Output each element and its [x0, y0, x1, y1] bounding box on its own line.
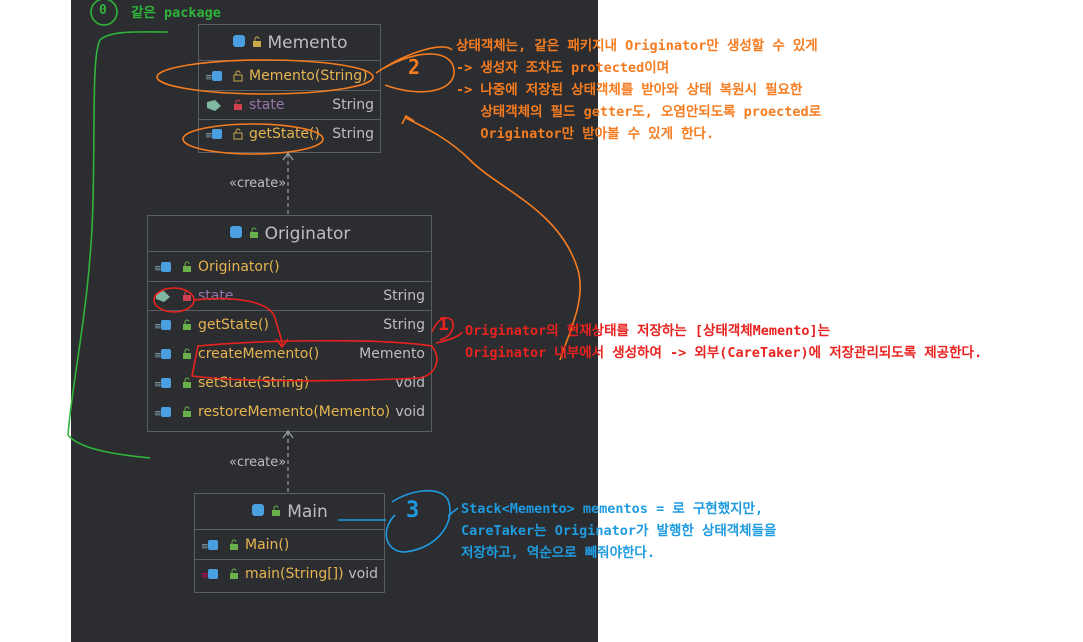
originator-field-name: state — [198, 288, 234, 304]
memento-field-type: String — [332, 97, 374, 113]
svg-text:≡: ≡ — [154, 380, 162, 390]
public-lock-icon — [182, 261, 192, 273]
lock-icon — [252, 33, 262, 53]
main-constructor-name: Main() — [245, 537, 290, 553]
svg-text:≡: ≡ — [154, 351, 162, 361]
note3-number: 3 — [406, 498, 420, 523]
svg-text:≡: ≡ — [201, 542, 209, 552]
memento-constructor-name: Memento(String) — [249, 68, 368, 84]
originator-getstate-row[interactable]: ≡ getState() String — [148, 310, 431, 339]
svg-text:≡: ≡ — [201, 571, 209, 581]
originator-restorememento-type: void — [395, 404, 425, 420]
private-lock-icon — [233, 99, 243, 111]
main-class-title: Main — [287, 501, 328, 522]
note2-text: 상태객체는, 같은 패키지내 Originator만 생성할 수 있게 -> 생… — [456, 38, 822, 142]
originator-field-row[interactable]: state String — [148, 281, 431, 310]
public-lock-icon — [182, 406, 192, 418]
originator-restorememento-row[interactable]: ≡ restoreMemento(Memento) void — [148, 397, 431, 426]
main-method-name: main(String[]) — [245, 566, 344, 582]
main-class-box[interactable]: Main ≡ Main() ≡ main(String[]) void — [194, 493, 385, 593]
package-circle-number: 0 — [99, 3, 107, 18]
originator-creatememento-name: createMemento() — [198, 346, 320, 362]
originator-class-title: Originator — [264, 223, 351, 244]
method-icon: ≡ — [205, 127, 227, 141]
svg-text:≡: ≡ — [154, 409, 162, 419]
method-icon: ≡ — [154, 318, 176, 332]
method-icon: ≡ — [154, 405, 176, 419]
originator-getstate-type: String — [383, 317, 425, 333]
public-lock-icon — [229, 568, 239, 580]
originator-creatememento-type: Memento — [359, 346, 425, 362]
public-lock-icon — [229, 539, 239, 551]
class-icon — [229, 224, 243, 244]
note1-number: 1 — [438, 314, 449, 335]
main-class-header: Main — [195, 494, 384, 530]
memento-field-row[interactable]: state String — [199, 90, 380, 119]
originator-constructor-row[interactable]: ≡ Originator() — [148, 252, 431, 281]
originator-getstate-name: getState() — [198, 317, 269, 333]
svg-text:≡: ≡ — [205, 73, 213, 83]
originator-constructor-name: Originator() — [198, 259, 280, 275]
class-icon — [232, 33, 246, 53]
note1-text: Originator의 현재상태를 저장하는 [상태객체Memento]는 Or… — [465, 323, 983, 361]
method-icon: ≡ — [154, 376, 176, 390]
protected-lock-icon — [233, 70, 243, 82]
package-note: 같은 package — [131, 5, 221, 21]
memento-field-name: state — [249, 97, 285, 113]
svg-text:≡: ≡ — [154, 264, 162, 274]
memento-getstate-type: String — [332, 126, 374, 142]
main-method-row[interactable]: ≡ main(String[]) void — [195, 559, 384, 588]
note3-text: Stack<Memento> mementos = 로 구현했지만, CareT… — [461, 501, 777, 561]
create-edge-label-1: «create» — [229, 176, 287, 191]
main-method-type: void — [348, 566, 378, 582]
constructor-icon: ≡ — [205, 69, 227, 83]
public-lock-icon — [182, 377, 192, 389]
static-method-icon: ≡ — [201, 567, 223, 581]
public-lock-icon — [182, 348, 192, 360]
public-lock-icon — [271, 502, 281, 522]
memento-class-title: Memento — [267, 32, 348, 53]
public-lock-icon — [182, 319, 192, 331]
field-icon — [205, 98, 227, 112]
note2-number: 2 — [408, 55, 421, 79]
field-icon — [154, 289, 176, 303]
originator-field-type: String — [383, 288, 425, 304]
svg-text:≡: ≡ — [205, 131, 213, 141]
memento-class-box[interactable]: Memento ≡ Memento(String) state String ≡… — [198, 24, 381, 153]
memento-constructor-row[interactable]: ≡ Memento(String) — [199, 61, 380, 90]
constructor-icon: ≡ — [154, 260, 176, 274]
originator-class-box[interactable]: Originator ≡ Originator() state String ≡… — [147, 215, 432, 432]
originator-creatememento-row[interactable]: ≡ createMemento() Memento — [148, 339, 431, 368]
memento-getstate-row[interactable]: ≡ getState() String — [199, 119, 380, 148]
method-icon: ≡ — [154, 347, 176, 361]
originator-restorememento-name: restoreMemento(Memento) — [198, 404, 391, 420]
main-constructor-row[interactable]: ≡ Main() — [195, 530, 384, 559]
svg-text:≡: ≡ — [154, 322, 162, 332]
originator-class-header: Originator — [148, 216, 431, 252]
protected-lock-icon — [233, 128, 243, 140]
public-lock-icon — [249, 224, 259, 244]
class-icon — [251, 502, 265, 522]
memento-getstate-name: getState() — [249, 126, 320, 142]
create-edge-label-2: «create» — [229, 455, 287, 470]
constructor-icon: ≡ — [201, 538, 223, 552]
